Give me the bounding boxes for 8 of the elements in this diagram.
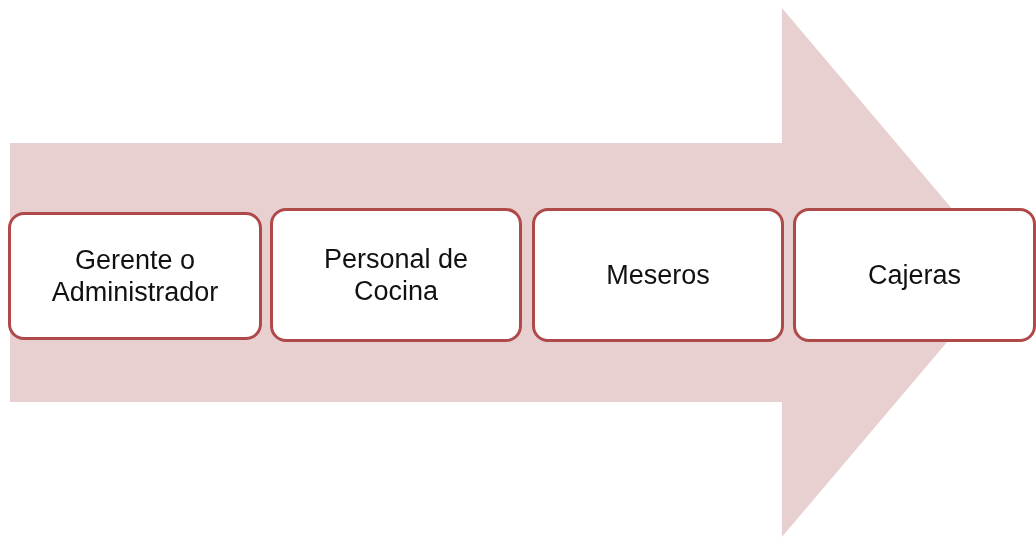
process-box [270, 208, 522, 342]
box-label: Gerente o Administrador [50, 243, 220, 309]
box-label: Personal de Cocina [322, 242, 470, 308]
box-label: Meseros [606, 258, 710, 292]
box-label: Cajeras [867, 258, 961, 292]
process-box [793, 208, 1036, 342]
process-box [532, 208, 784, 342]
process-box [8, 212, 262, 340]
